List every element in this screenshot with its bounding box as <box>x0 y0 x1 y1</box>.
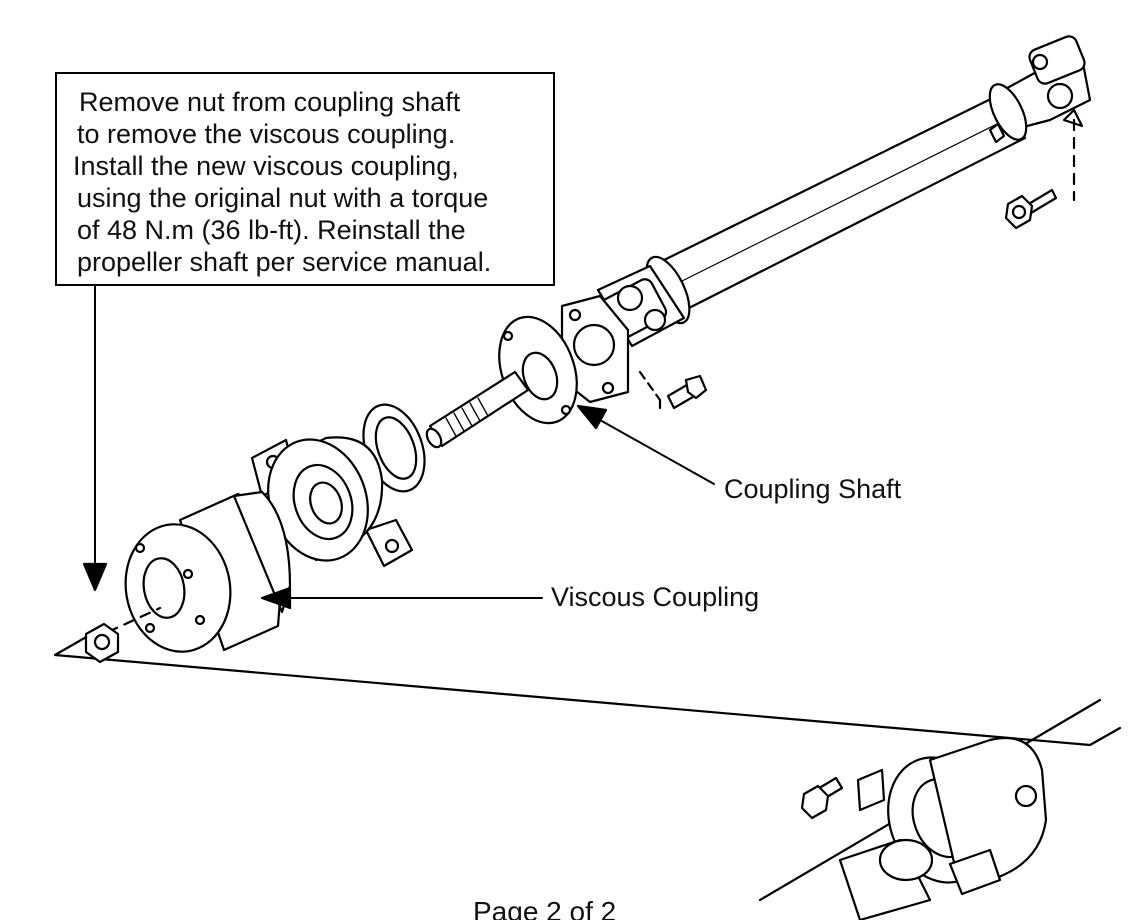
center-bearing <box>250 436 414 568</box>
callout-line-5: of 48 N.m (36 lb-ft). Reinstall the <box>77 215 466 245</box>
rear-yoke <box>998 35 1092 202</box>
viscous-coupling-label: Viscous Coupling <box>551 582 760 612</box>
rear-flange-detail <box>800 736 1048 920</box>
page-footer: Page 2 of 2 <box>473 896 617 920</box>
propeller-tube <box>658 83 1028 312</box>
nut <box>84 606 162 664</box>
callout-line-2: to remove the viscous coupling. <box>77 119 456 149</box>
instruction-callout: Remove nut from coupling shaft to remove… <box>55 72 555 286</box>
coupling-shaft <box>425 315 578 449</box>
leader-arrows <box>82 285 715 610</box>
callout-line-6: propeller shaft per service manual. <box>77 247 492 277</box>
coupling-shaft-label: Coupling Shaft <box>724 474 902 504</box>
callout-line-3: Install the new viscous coupling, <box>73 151 459 181</box>
callout-line-1: Remove nut from coupling shaft <box>79 87 461 117</box>
rear-bolt <box>1004 188 1058 230</box>
callout-line-4: using the original nut with a torque <box>77 183 489 213</box>
viscous-coupling-body <box>124 490 292 653</box>
flange-bolt <box>666 374 708 410</box>
front-universal-joint <box>560 255 691 414</box>
